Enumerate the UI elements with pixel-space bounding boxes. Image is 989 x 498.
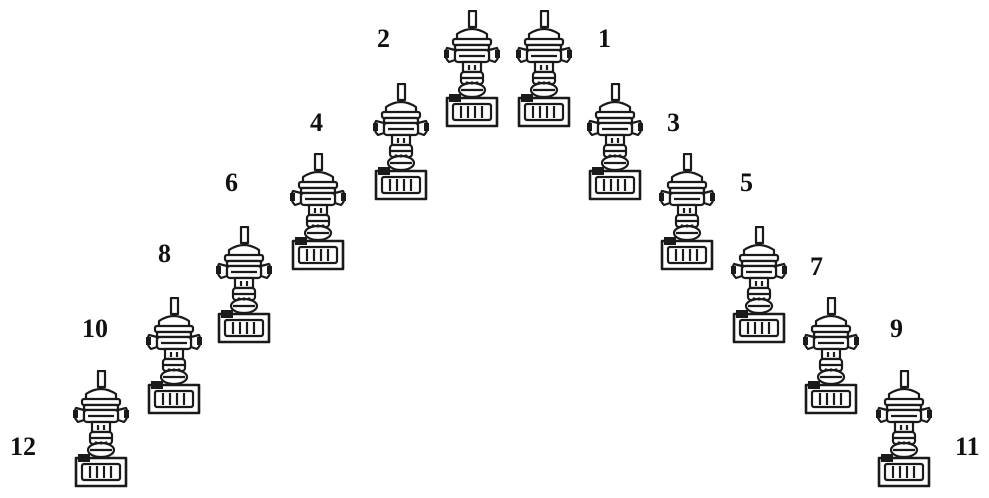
unit-label-4: 4 [310,108,323,137]
engine-unit-12-icon [70,370,132,488]
engine-unit-4-icon [370,83,432,201]
engine-unit-7-icon [728,226,790,344]
unit-label-8: 8 [158,239,171,268]
unit-label-2: 2 [377,24,390,53]
engine-unit-1-icon [513,10,575,128]
engine-unit-8-icon [213,226,275,344]
unit-label-11: 11 [955,432,980,461]
engine-unit-3-icon [584,83,646,201]
unit-label-6: 6 [225,168,238,197]
engine-unit-6-icon [287,153,349,271]
unit-label-5: 5 [740,168,753,197]
engine-unit-10-icon [143,297,205,415]
engine-unit-11-icon [873,370,935,488]
unit-label-3: 3 [667,108,680,137]
engine-unit-2-icon [441,10,503,128]
unit-label-9: 9 [890,314,903,343]
unit-label-12: 12 [10,432,36,461]
engine-unit-9-icon [800,297,862,415]
unit-label-10: 10 [82,314,108,343]
unit-label-7: 7 [810,252,823,281]
unit-label-1: 1 [598,24,611,53]
engine-unit-5-icon [656,153,718,271]
